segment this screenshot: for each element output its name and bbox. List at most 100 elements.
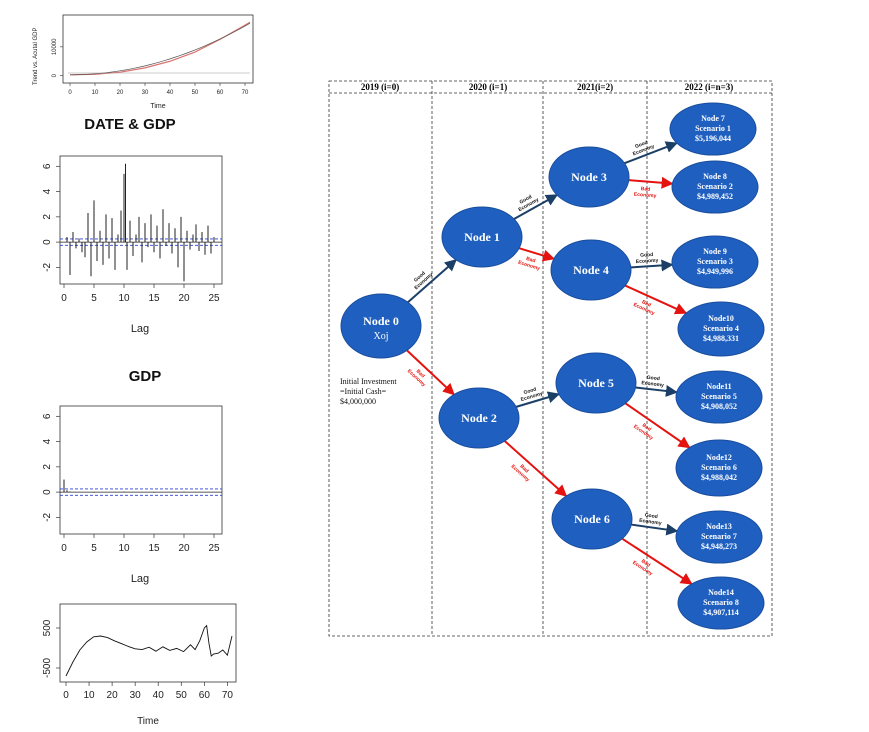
- node-ellipse: [671, 235, 759, 289]
- acf1-ytick-label: 6: [42, 163, 53, 169]
- node-ellipse: [677, 576, 765, 630]
- node-title: Node 4: [573, 263, 609, 277]
- tree-node-n5: Node 5: [555, 352, 637, 414]
- node-ellipse: [548, 146, 630, 208]
- tree-node-n3: Node 3: [548, 146, 630, 208]
- acf1-title: DATE & GDP: [84, 116, 176, 133]
- tree-node-n4: Node 4: [550, 239, 632, 301]
- acf2-ytick-label: -2: [42, 512, 53, 521]
- trend-ylabel: Trend vs. Acutal GDP: [33, 28, 39, 85]
- column-header-2020: 2020 (i=1): [469, 82, 507, 92]
- acf1-xlabel: Lag: [131, 323, 149, 335]
- resid-xtick-label: 40: [153, 690, 165, 701]
- node-value: $4,908,052: [701, 402, 737, 411]
- trend-ytick-label: 0: [52, 73, 58, 77]
- node-title: Node11: [706, 382, 731, 391]
- acf2-xtick-label: 15: [148, 543, 160, 554]
- initial-amount: $4,000,000: [340, 397, 376, 406]
- node-ellipse: [340, 293, 422, 359]
- node-title: Node 0: [363, 314, 399, 328]
- node-title: Node13: [706, 522, 732, 531]
- edge-label-word: Economy: [639, 518, 662, 527]
- acf1-title-wrap: DATE & GDP: [0, 116, 260, 134]
- column-header-2019: 2019 (i=0): [361, 82, 399, 92]
- node-title: Node14: [708, 588, 734, 597]
- trend-xtick-label: 10: [92, 90, 99, 96]
- edge-label-word: Bad: [525, 256, 536, 264]
- bad-economy-edge-n1-n4: [518, 247, 556, 262]
- acf1-plot-box: [59, 155, 223, 285]
- edge-label-word: Good: [646, 375, 660, 382]
- edge-label-word: Economy: [641, 380, 664, 389]
- bad-economy-edge-n5-n12: [624, 402, 691, 449]
- acf2-plot-box: [59, 405, 223, 535]
- edge-label-word: Bad: [641, 186, 651, 193]
- resid-xtick-label: 0: [63, 690, 69, 701]
- trend-xtick-label: 40: [167, 90, 174, 96]
- node-title: Node 7: [701, 114, 725, 123]
- resid-ytick-label: 500: [42, 619, 53, 636]
- node-title: Node 2: [461, 411, 497, 425]
- acf1-xtick-label: 25: [208, 293, 220, 304]
- bad-economy-edge-n0-n2: [406, 349, 455, 396]
- edge-label-word: Bad: [641, 299, 652, 308]
- node-ellipse: [669, 102, 757, 156]
- trend-xtick-label: 60: [217, 90, 224, 96]
- resid-xtick-label: 60: [199, 690, 211, 701]
- acf2-ytick-label: 0: [42, 489, 53, 495]
- edge-label-word: Good: [523, 386, 537, 395]
- acf2-xtick-label: 5: [91, 543, 97, 554]
- node-title: Node10: [708, 314, 734, 323]
- node-ellipse: [675, 439, 763, 497]
- tree-node-n2: Node 2: [438, 387, 520, 449]
- bad-economy-edge-n6-n14: [621, 537, 693, 585]
- trend-xtick-label: 70: [242, 90, 249, 96]
- resid-xtick-label: 70: [222, 690, 234, 701]
- resid-xtick-label: 30: [130, 690, 142, 701]
- initial-investment-label: Initial Investment: [340, 377, 397, 386]
- node-title: Node 3: [571, 170, 607, 184]
- trend-xtick-label: 20: [117, 90, 124, 96]
- node-value: $4,988,331: [703, 334, 739, 343]
- bad-economy-edge-n2-n6: [504, 440, 568, 497]
- node-ellipse: [671, 160, 759, 214]
- node-scenario: Scenario 4: [703, 324, 739, 333]
- node-scenario: Scenario 2: [697, 182, 733, 191]
- trend-fitted-line: [69, 22, 251, 76]
- tree-node-n1: Node 1: [441, 206, 523, 268]
- acf2-title: GDP: [128, 368, 162, 385]
- node-scenario: Scenario 3: [697, 257, 733, 266]
- good-economy-edge-n5-n11: [635, 385, 678, 397]
- node-value: $4,988,042: [701, 473, 737, 482]
- resid-xtick-label: 50: [176, 690, 188, 701]
- edge-label-word: Good: [644, 512, 658, 520]
- node-value: $4,989,452: [697, 192, 733, 201]
- acf1-xtick-label: 5: [91, 293, 97, 304]
- acf2-xtick-label: 10: [118, 543, 130, 554]
- node-scenario: Scenario 7: [701, 532, 737, 541]
- column-header-2021: 2021(i=2): [577, 82, 613, 92]
- good-economy-edge-n1-n3: [513, 194, 559, 220]
- edge-label-word: Good: [640, 252, 653, 259]
- node-ellipse: [550, 239, 632, 301]
- trend-xtick-label: 30: [142, 90, 149, 96]
- initial-cash-label: =Initial Cash=: [340, 387, 387, 396]
- node-value: $4,948,273: [701, 542, 737, 551]
- acf1-xtick-label: 15: [148, 293, 160, 304]
- node-ellipse: [441, 206, 523, 268]
- acf1-xtick-label: 0: [61, 293, 67, 304]
